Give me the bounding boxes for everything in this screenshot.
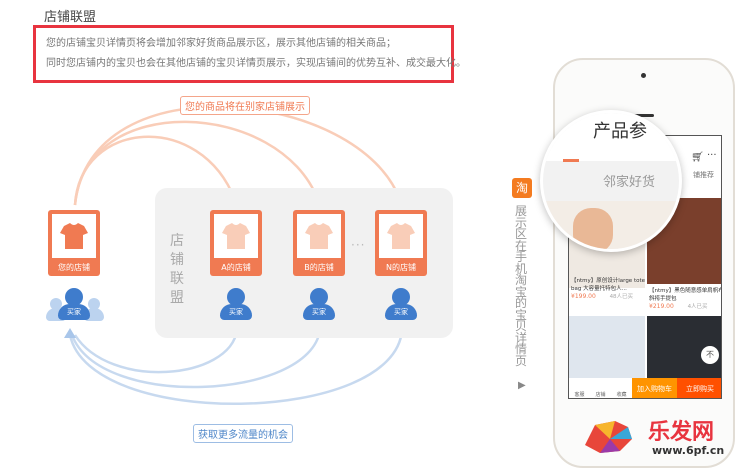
product-image[interactable] [569,316,645,378]
nav-store[interactable]: 店铺 [595,392,606,398]
float-button[interactable]: 不 [701,346,719,364]
buyer-icon: 买家 [299,288,339,322]
alliance-label: 店铺联盟 [170,233,184,306]
arc-from-buyer-b [70,329,322,389]
watermark-bull-logo [580,415,635,455]
buyer-icon: 买家 [381,288,421,322]
phone-camera [641,73,646,78]
buyer-icon: 买家 [216,288,256,322]
cart-icon[interactable]: 🛒︎ [691,152,704,163]
your-store-card: 您的店铺 [48,210,100,276]
arc-from-buyer-n [68,329,404,406]
product-price: ¥219.00 [649,303,674,310]
store-name: A的店铺 [221,263,251,272]
side-caption: 展示区在手机淘宝的宝贝详情页 [515,204,528,368]
description-box: 您的店铺宝贝详情页将会增加邻家好货商品展示区，展示其他店铺的相关商品； 同时您店… [33,25,466,83]
store-name: B的店铺 [304,263,334,272]
buyer-icon: 买家 [54,288,94,322]
magnified-section-label: 邻家好货 [603,175,656,190]
play-arrow-icon: ▶ [518,380,526,391]
product-sold: 48人已买 [609,294,634,300]
product-card[interactable]: 【ntmy】黑色随意感单肩帆布斜挎手提包 ¥219.00 4人已买 [649,286,722,310]
description-line: 您的店铺宝贝详情页将会增加邻家好货商品展示区，展示其他店铺的相关商品； [46,38,396,49]
magnified-header: 产品参 [593,121,647,142]
arrowhead [64,328,76,338]
tshirt-icon [305,223,333,249]
nav-service[interactable]: 客服 [574,392,585,398]
magnifier: 产品参 邻家好货 [540,110,682,252]
product-sold: 4人已买 [687,304,708,310]
store-name: N的店铺 [386,263,416,272]
product-title: 【ntmy】原创设计large tote bag 大容量托特包人... [571,278,646,292]
product-price: ¥199.00 [571,293,596,300]
arc-from-buyer-a [73,329,239,374]
store-card-a: A的店铺 [210,210,262,276]
tshirt-icon [387,223,415,249]
store-card-b: B的店铺 [293,210,345,276]
watermark-text: 乐发网 [648,420,715,445]
taobao-icon: 淘 [512,178,532,198]
ellipsis: ··· [351,238,366,252]
product-card[interactable]: 【ntmy】原创设计large tote bag 大容量托特包人... ¥199… [571,276,647,300]
buy-now-button[interactable]: 立即购买 [677,378,721,398]
watermark-url: www.6pf.cn [652,444,725,457]
product-title: 【ntmy】黑色随意感单肩帆布斜挎手提包 [649,288,722,302]
store-card-n: N的店铺 [375,210,427,276]
store-name: 您的店铺 [58,263,90,272]
tshirt-icon [60,223,88,249]
phone-screen: 🛒︎ ··· 铺推荐 【ntmy】原创设计large tote bag 大容量托… [568,135,722,399]
more-icon[interactable]: ··· [707,150,717,161]
section-title: 店铺联盟 [44,10,97,25]
top-flow-label: 您的商品将在别家店铺展示 [180,96,310,115]
add-to-cart-button[interactable]: 加入购物车 [632,378,677,398]
tab-store-recommend[interactable]: 铺推荐 [693,171,714,179]
nav-favorite[interactable]: 收藏 [616,392,627,398]
description-line: 同时您店铺内的宝贝也会在其他店铺的宝贝详情页展示，实现店铺间的优势互补、成交最大… [46,58,466,69]
bottom-flow-label: 获取更多流量的机会 [193,424,293,443]
tshirt-icon [222,223,250,249]
